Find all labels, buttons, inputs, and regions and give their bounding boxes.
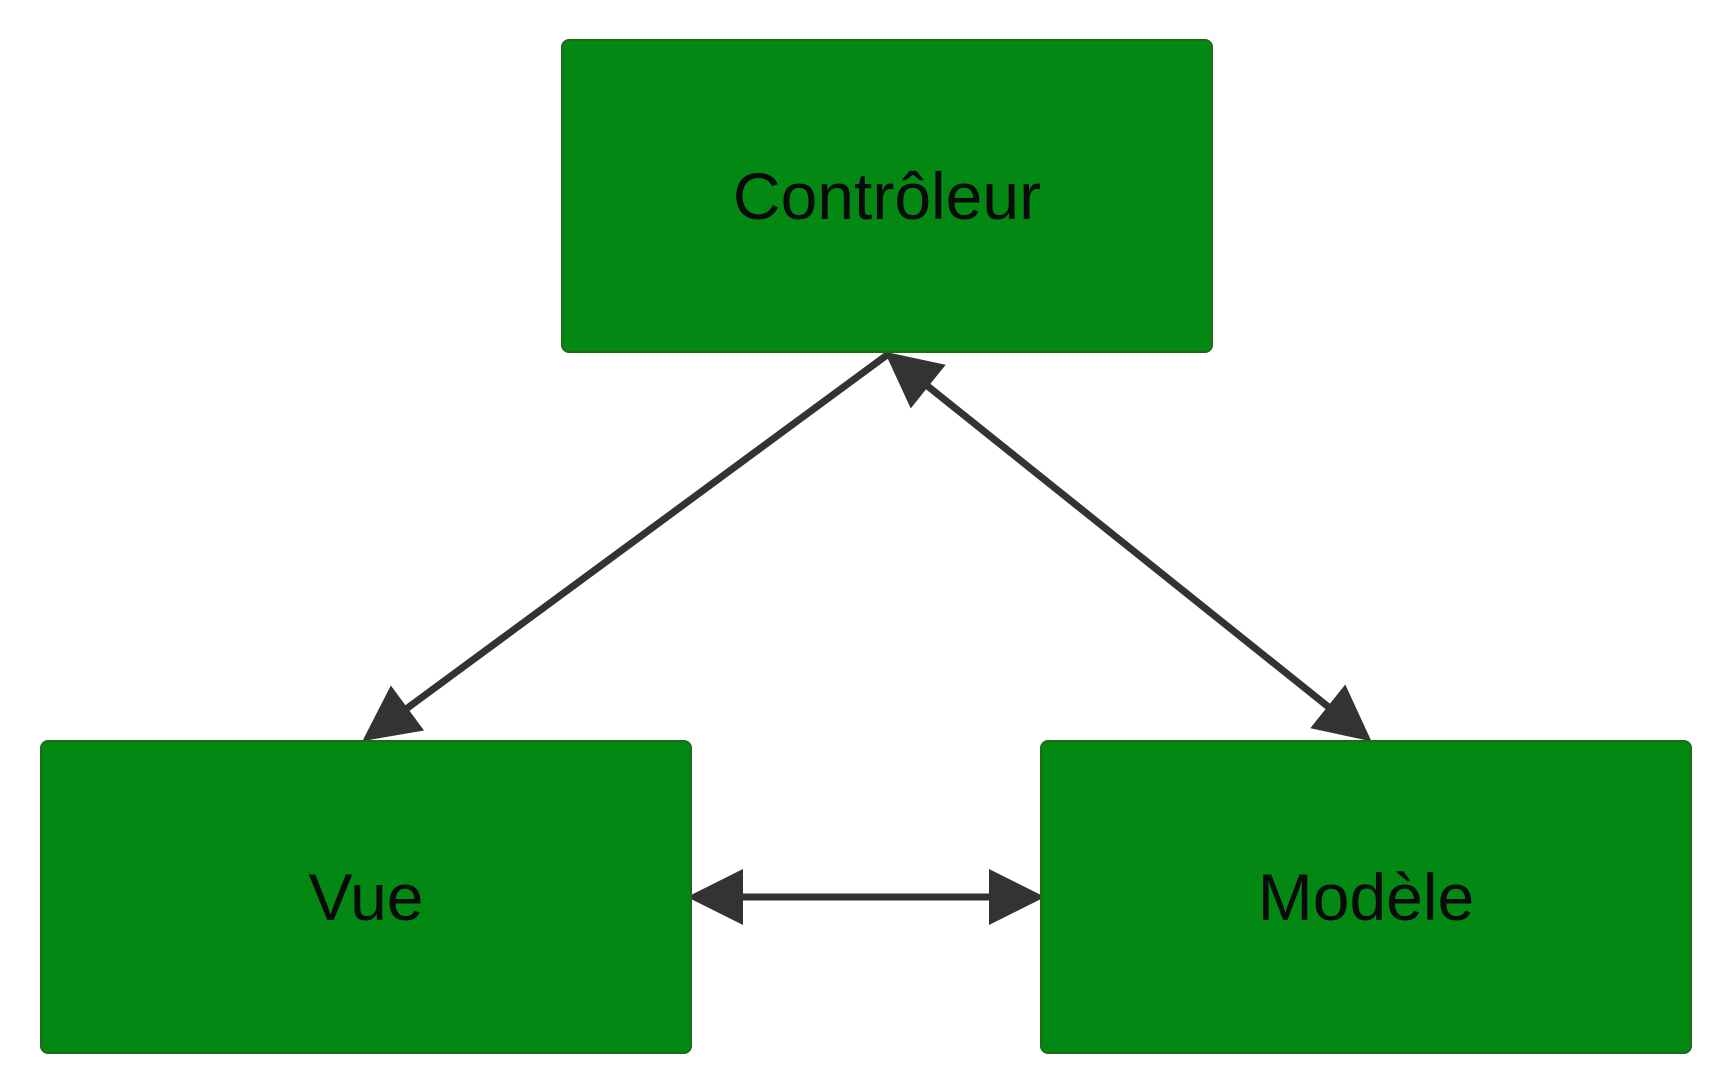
view-box: Vue xyxy=(40,740,692,1054)
view-label: Vue xyxy=(308,860,424,934)
model-box: Modèle xyxy=(1040,740,1692,1054)
controller-box: Contrôleur xyxy=(561,39,1213,353)
controller-label: Contrôleur xyxy=(732,159,1042,233)
model-label: Modèle xyxy=(1257,860,1475,934)
edge-controller-view xyxy=(362,352,890,742)
edge-controller-model xyxy=(884,351,1372,742)
